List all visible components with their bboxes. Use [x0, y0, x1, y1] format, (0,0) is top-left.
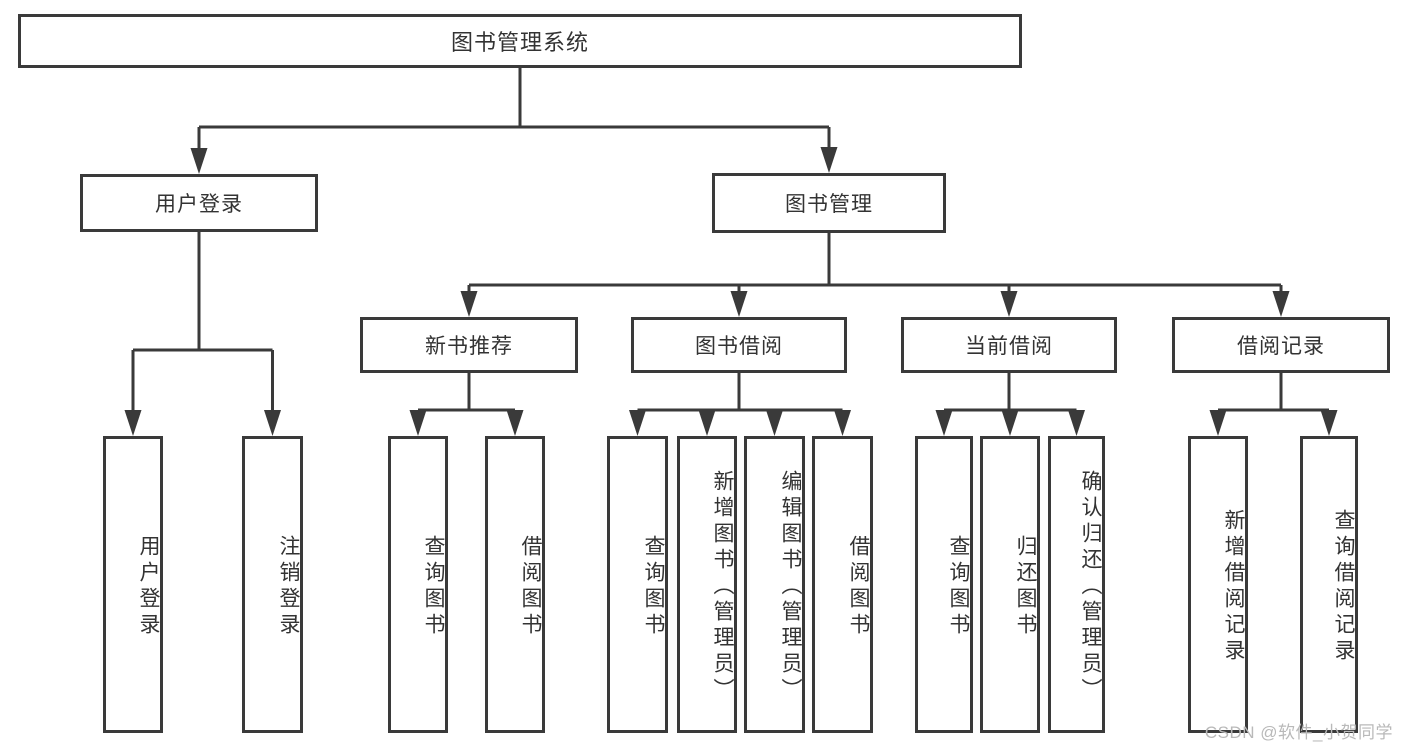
node-box-leaf-logout[interactable] — [242, 436, 303, 733]
node-box-leaf-query-record[interactable] — [1300, 436, 1358, 733]
arrow-head-6-0 — [1209, 410, 1227, 436]
node-box-user-login[interactable] — [80, 174, 318, 232]
node-box-root[interactable] — [18, 14, 1022, 68]
arrow-head-1-1 — [730, 291, 748, 317]
arrow-head-6-1 — [1320, 410, 1338, 436]
arrow-head-0-0 — [190, 148, 208, 174]
node-box-leaf-user-login[interactable] — [103, 436, 163, 733]
box-layer — [18, 14, 1390, 733]
node-box-new-book-rec[interactable] — [360, 317, 578, 373]
watermark: CSDN @软件_小贺同学 — [1204, 723, 1393, 742]
arrow-head-4-0 — [629, 410, 646, 436]
arrow-head-1-3 — [1272, 291, 1290, 317]
node-box-leaf-add-book[interactable] — [677, 436, 737, 733]
arrow-head-1-0 — [460, 291, 478, 317]
arrow-head-3-1 — [506, 410, 524, 436]
node-box-leaf-add-record[interactable] — [1188, 436, 1248, 733]
node-box-book-borrow[interactable] — [631, 317, 847, 373]
node-box-leaf-query-book-2[interactable] — [607, 436, 668, 733]
arrow-head-4-3 — [834, 410, 851, 436]
node-box-leaf-edit-book[interactable] — [744, 436, 805, 733]
node-box-current-borrow[interactable] — [901, 317, 1117, 373]
arrow-head-1-2 — [1000, 291, 1018, 317]
arrow-head-4-2 — [766, 410, 783, 436]
arrow-head-5-2 — [1068, 410, 1085, 436]
arrow-head-0-1 — [820, 147, 838, 173]
arrow-head-2-1 — [264, 410, 281, 436]
node-box-leaf-return-book[interactable] — [980, 436, 1040, 733]
node-box-book-mgmt[interactable] — [712, 173, 946, 233]
node-box-leaf-query-book-1[interactable] — [388, 436, 448, 733]
arrow-head-2-0 — [124, 410, 142, 436]
arrow-head-5-0 — [935, 410, 953, 436]
node-box-leaf-borrow-book-2[interactable] — [812, 436, 873, 733]
node-box-borrow-record[interactable] — [1172, 317, 1390, 373]
arrow-head-3-0 — [409, 410, 427, 436]
node-box-leaf-borrow-book-1[interactable] — [485, 436, 545, 733]
node-box-leaf-confirm-return[interactable] — [1048, 436, 1105, 733]
node-box-leaf-query-book-3[interactable] — [915, 436, 973, 733]
arrow-head-4-1 — [698, 410, 716, 436]
connector-layer — [124, 68, 1338, 436]
arrow-head-5-1 — [1001, 410, 1019, 436]
